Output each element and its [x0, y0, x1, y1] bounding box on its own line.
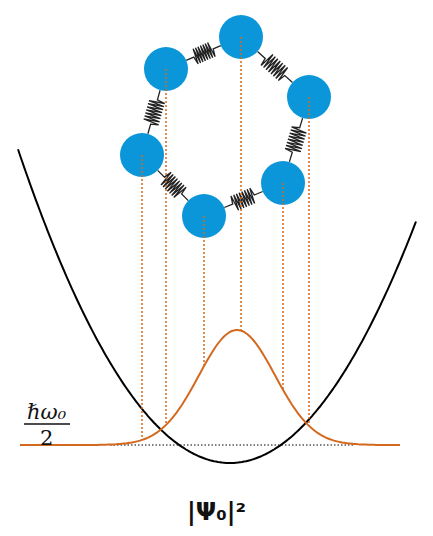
- dotted-leader: [141, 155, 143, 440]
- energy-denominator: 2: [40, 428, 53, 449]
- dotted-leader: [308, 97, 310, 426]
- dotted-leaders: [142, 37, 309, 440]
- wavefunction-curve: [20, 330, 400, 445]
- springs: [144, 43, 307, 211]
- dotted-leader: [203, 216, 205, 366]
- spring: [285, 118, 306, 162]
- zero-point-line: [110, 445, 355, 446]
- dotted-leader: [165, 69, 167, 425]
- spring: [258, 52, 293, 83]
- potential-parabola: [18, 149, 416, 463]
- spring: [144, 90, 165, 134]
- fraction-bar: [24, 423, 70, 425]
- spring: [224, 188, 262, 210]
- dotted-leader: [240, 37, 242, 331]
- spring: [186, 43, 221, 65]
- atoms: [120, 15, 331, 238]
- spring: [158, 170, 189, 200]
- dotted-leader: [282, 183, 284, 390]
- energy-numerator: ℏω₀: [27, 402, 66, 423]
- axis-label: |Ψ₀|²: [187, 500, 246, 524]
